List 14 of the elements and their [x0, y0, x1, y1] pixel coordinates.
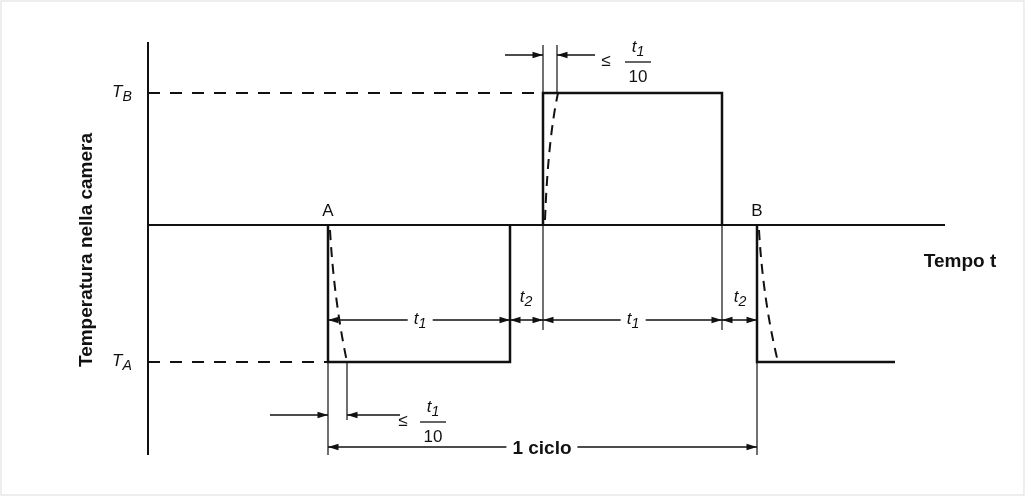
point-label: A [322, 201, 334, 219]
temperature-symbol: T$_{B}$ [112, 82, 132, 104]
denominator-text: 10 [628, 67, 648, 85]
comparison-sign: ≤ [398, 411, 408, 429]
time-symbol: t$_{2}$ [519, 287, 533, 309]
denominator-text: 10 [423, 427, 443, 445]
time-symbol: t$_{1}$ [631, 37, 645, 59]
time-symbol: t$_{2}$ [733, 287, 747, 309]
point-label: B [751, 201, 763, 219]
axis-title: Tempo t [923, 250, 997, 270]
axis-title: Temperatura nella camera [75, 132, 95, 368]
time-symbol: t$_{1}$ [426, 397, 440, 419]
comparison-sign: ≤ [601, 51, 611, 69]
temperature-symbol: T$_{A}$ [112, 351, 132, 373]
